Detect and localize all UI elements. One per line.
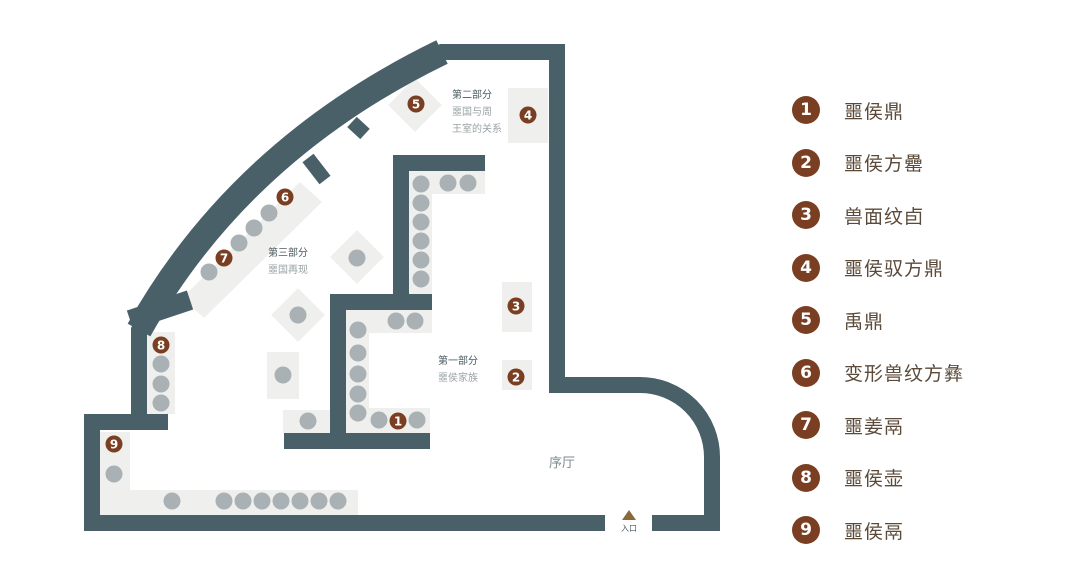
display-case: [329, 492, 347, 510]
display-case: [289, 306, 307, 324]
legend-label: 禹鼎: [844, 310, 885, 333]
marker-number: 7: [220, 252, 228, 266]
legend-label: 噩侯方罍: [844, 153, 925, 176]
exhibit-marker-9[interactable]: 9: [105, 435, 123, 453]
marker-number: 4: [524, 109, 532, 123]
display-case: [152, 394, 170, 412]
area-title-part2: 第二部分: [452, 88, 492, 101]
marker-number: 5: [412, 98, 420, 112]
entrance-label: 入口: [621, 524, 637, 533]
legend-label: 噩侯鬲: [844, 520, 905, 543]
legend: 1 噩侯鼎 2 噩侯方罍 3 兽面纹卣 4 噩侯驭方鼎 5 禹鼎 6 变形兽纹方彝 7 噩姜鬲…: [792, 84, 964, 557]
display-case: [230, 234, 248, 252]
legend-item: 6 变形兽纹方彝: [792, 347, 964, 400]
display-case: [245, 219, 263, 237]
marker-number: 3: [512, 300, 520, 314]
legend-item: 4 噩侯驭方鼎: [792, 242, 964, 295]
exhibit-marker-6[interactable]: 6: [276, 188, 294, 206]
display-case: [310, 492, 328, 510]
display-case: [349, 385, 367, 403]
marker-number: 1: [394, 415, 402, 429]
area-title-part1: 第一部分: [438, 354, 478, 367]
entrance-arrow-icon: [622, 510, 636, 520]
legend-item: 3 兽面纹卣: [792, 189, 964, 242]
exhibit-markers: 1 2 3 4 5 6 7 8 9: [105, 95, 537, 453]
exhibit-marker-7[interactable]: 7: [215, 249, 233, 267]
display-case: [387, 312, 405, 330]
area-title-part3: 第三部分: [268, 246, 308, 259]
display-case: [459, 174, 477, 192]
display-case: [234, 492, 252, 510]
area-sub-part2-2: 王室的关系: [452, 122, 502, 135]
legend-label: 噩侯驭方鼎: [844, 258, 945, 281]
marker-badge: 9: [792, 516, 820, 545]
display-case: [406, 312, 424, 330]
marker-number: 2: [512, 371, 520, 385]
marker-badge: 1: [792, 96, 820, 125]
display-case: [349, 365, 367, 383]
legend-label: 噩侯鼎: [844, 100, 905, 123]
area-sub-part2-1: 噩国与周: [452, 106, 492, 118]
display-case: [348, 249, 366, 267]
legend-item: 9 噩侯鬲: [792, 504, 964, 557]
display-case: [412, 213, 430, 231]
display-case: [412, 251, 430, 269]
hall-label: 序厅: [549, 456, 575, 471]
marker-badge: 8: [792, 463, 820, 492]
legend-item: 5 禹鼎: [792, 294, 964, 347]
marker-badge: 3: [792, 201, 820, 230]
marker-badge: 7: [792, 411, 820, 440]
legend-item: 1 噩侯鼎: [792, 84, 964, 137]
display-case: [105, 465, 123, 483]
display-case: [349, 321, 367, 339]
marker-badge: 2: [792, 148, 820, 177]
display-case: [291, 492, 309, 510]
exhibit-marker-8[interactable]: 8: [152, 336, 170, 354]
legend-item: 2 噩侯方罍: [792, 137, 964, 190]
legend-label: 噩侯壶: [844, 468, 905, 491]
display-case: [274, 366, 292, 384]
display-case: [253, 492, 271, 510]
legend-item: 8 噩侯壶: [792, 452, 964, 505]
display-case: [215, 492, 233, 510]
marker-badge: 5: [792, 306, 820, 335]
display-case: [349, 344, 367, 362]
area-sub-part3: 噩国再现: [268, 264, 308, 276]
display-case: [412, 270, 430, 288]
exhibit-marker-3[interactable]: 3: [507, 297, 525, 315]
exhibit-marker-2[interactable]: 2: [507, 368, 525, 386]
display-case: [439, 174, 457, 192]
display-case: [200, 263, 218, 281]
area-sub-part1: 噩侯家族: [438, 371, 478, 384]
marker-number: 8: [157, 339, 165, 353]
marker-number: 9: [110, 438, 118, 452]
exhibit-marker-5[interactable]: 5: [407, 95, 425, 113]
exhibit-marker-4[interactable]: 4: [519, 106, 537, 124]
display-case: [163, 492, 181, 510]
display-case: [412, 175, 430, 193]
display-case: [349, 404, 367, 422]
exhibit-marker-1[interactable]: 1: [389, 412, 407, 430]
display-case: [408, 411, 426, 429]
display-case: [412, 232, 430, 250]
legend-item: 7 噩姜鬲: [792, 399, 964, 452]
marker-number: 6: [281, 191, 289, 205]
walls: [84, 40, 720, 531]
marker-badge: 6: [792, 358, 820, 387]
display-case: [152, 355, 170, 373]
display-case: [272, 492, 290, 510]
display-case: [412, 194, 430, 212]
legend-label: 噩姜鬲: [844, 415, 905, 438]
legend-label: 兽面纹卣: [844, 205, 925, 228]
display-cases: [105, 174, 477, 510]
display-case: [370, 411, 388, 429]
legend-label: 变形兽纹方彝: [844, 363, 965, 386]
marker-badge: 4: [792, 253, 820, 282]
display-case: [152, 375, 170, 393]
display-case: [299, 412, 317, 430]
display-case: [260, 204, 278, 222]
